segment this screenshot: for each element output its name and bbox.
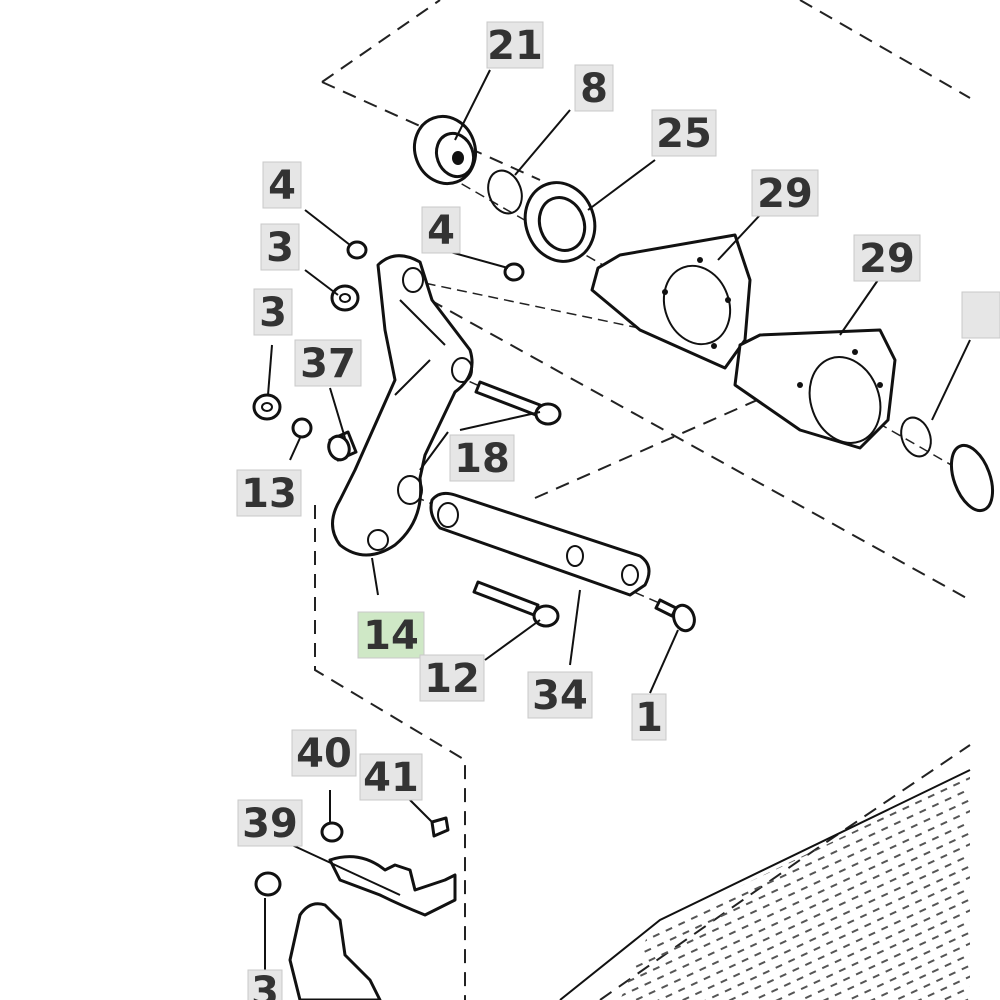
pin-part bbox=[654, 598, 696, 633]
svg-text:18: 18 bbox=[454, 436, 510, 482]
seal-part bbox=[523, 181, 597, 263]
svg-text:14: 14 bbox=[363, 613, 419, 659]
nut-part-4a bbox=[346, 240, 368, 260]
callout-8: 8 bbox=[574, 64, 614, 112]
bushing-part-37 bbox=[327, 430, 358, 462]
lever-arm-part bbox=[331, 254, 474, 557]
svg-text:25: 25 bbox=[656, 111, 712, 157]
washer-part-13 bbox=[291, 417, 313, 439]
svg-text:1: 1 bbox=[635, 695, 663, 741]
callout-3-middle: 3 bbox=[253, 288, 293, 336]
lower-bracket-part bbox=[254, 816, 457, 1000]
textured-panel bbox=[559, 769, 971, 1000]
callout-29-lower: 29 bbox=[853, 234, 921, 282]
callout-34: 34 bbox=[527, 671, 593, 719]
svg-text:3: 3 bbox=[251, 969, 279, 1000]
svg-text:21: 21 bbox=[487, 23, 543, 69]
svg-text:3: 3 bbox=[259, 290, 287, 336]
svg-text:4: 4 bbox=[427, 208, 455, 254]
nut-part-3a bbox=[330, 284, 360, 312]
svg-text:12: 12 bbox=[424, 656, 480, 702]
leader-lines bbox=[264, 69, 971, 970]
callout-4-left: 4 bbox=[262, 161, 302, 209]
pulley-part bbox=[413, 114, 477, 186]
callout-3-bottom: 3 bbox=[247, 969, 283, 1000]
svg-text:40: 40 bbox=[296, 731, 352, 777]
callout-1: 1 bbox=[631, 693, 667, 741]
svg-text:37: 37 bbox=[300, 341, 356, 387]
flange-plate-lower bbox=[733, 328, 897, 450]
svg-text:13: 13 bbox=[241, 471, 297, 517]
callout-13: 13 bbox=[236, 469, 302, 517]
snap-ring-part bbox=[487, 169, 523, 215]
callout-21: 21 bbox=[486, 21, 544, 69]
right-snap-ring-part bbox=[900, 416, 995, 513]
callout-25: 25 bbox=[651, 109, 717, 157]
bolt-part-12 bbox=[472, 580, 560, 628]
svg-text:41: 41 bbox=[363, 755, 419, 801]
callout-40: 40 bbox=[291, 729, 357, 777]
callout-18: 18 bbox=[449, 434, 515, 482]
flange-plate-upper bbox=[590, 233, 752, 370]
svg-text:3: 3 bbox=[266, 225, 294, 271]
svg-text:29: 29 bbox=[757, 171, 813, 217]
callout-37: 37 bbox=[294, 339, 362, 387]
svg-text:29: 29 bbox=[859, 236, 915, 282]
callout-partial-right bbox=[961, 291, 1000, 339]
callout-12: 12 bbox=[419, 654, 485, 702]
callout-39: 39 bbox=[237, 799, 303, 847]
svg-text:34: 34 bbox=[532, 673, 588, 719]
svg-text:4: 4 bbox=[268, 163, 296, 209]
shaft-part bbox=[429, 491, 651, 597]
nut-part-3b bbox=[252, 393, 282, 421]
callout-29-upper: 29 bbox=[751, 169, 819, 217]
bolt-part-18 bbox=[474, 380, 562, 426]
svg-text:39: 39 bbox=[242, 801, 298, 847]
callout-14-highlighted: 14 bbox=[357, 611, 425, 659]
callout-4-right: 4 bbox=[421, 206, 461, 254]
nut-part-4b bbox=[503, 262, 525, 282]
callout-3-upper: 3 bbox=[260, 223, 300, 271]
callout-41: 41 bbox=[359, 753, 423, 801]
svg-text:8: 8 bbox=[580, 66, 608, 112]
